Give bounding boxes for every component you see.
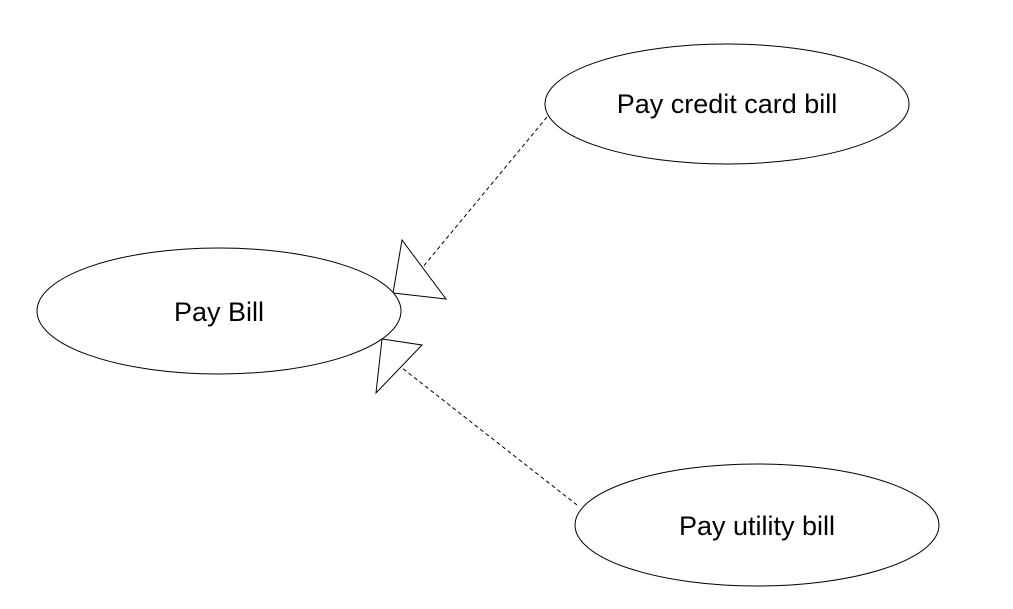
use-case-pay-credit-card-bill-label: Pay credit card bill	[617, 89, 838, 119]
hollow-triangle-arrowhead-utility-icon	[375, 338, 424, 395]
relationship-credit-to-paybill	[392, 116, 548, 300]
hollow-triangle-arrowhead-credit-icon	[392, 238, 448, 300]
use-case-pay-utility-bill-label: Pay utility bill	[679, 511, 835, 541]
use-case-pay-bill[interactable]: Pay Bill	[36, 247, 402, 375]
use-case-pay-bill-label: Pay Bill	[174, 297, 264, 327]
use-case-pay-credit-card-bill-ellipse	[544, 43, 910, 165]
use-case-pay-utility-bill-ellipse	[574, 463, 940, 587]
relationship-utility-to-paybill	[375, 338, 578, 506]
use-case-pay-credit-card-bill[interactable]: Pay credit card bill	[544, 43, 910, 165]
dashed-line-credit	[421, 116, 548, 269]
use-case-pay-utility-bill[interactable]: Pay utility bill	[574, 463, 940, 587]
use-case-pay-bill-ellipse	[36, 247, 402, 375]
dashed-line-utility	[396, 363, 578, 506]
